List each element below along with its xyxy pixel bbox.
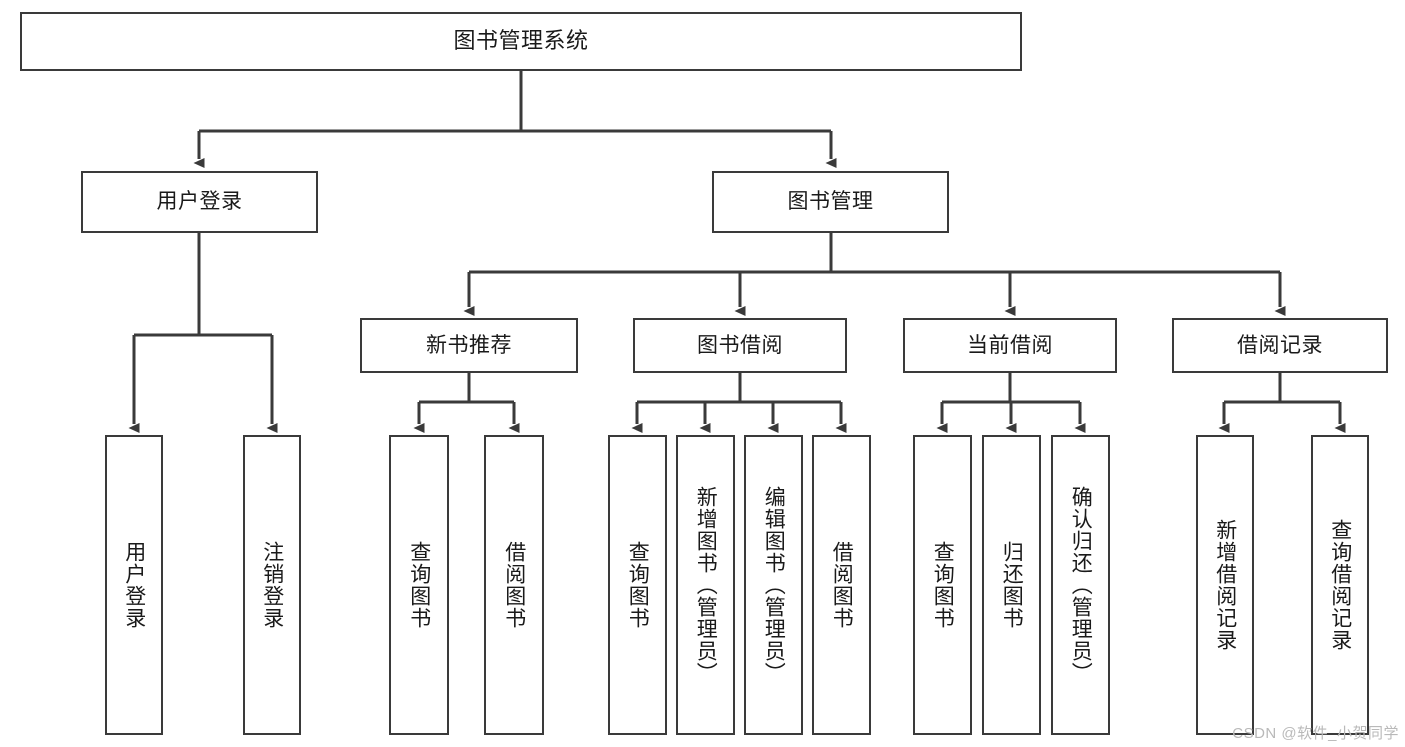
leaf-book-borrow-edit-label: 编辑图书（管理员） [762, 486, 786, 684]
node-root-label: 图书管理系统 [453, 28, 589, 54]
leaf-current-borrow-query-label: 查询图书 [931, 541, 955, 629]
node-new-book-recommend[interactable]: 新书推荐 [360, 318, 578, 373]
leaf-user-login-logout[interactable]: 注销登录 [243, 435, 301, 735]
node-user-login-label: 用户登录 [156, 190, 243, 214]
leaf-new-book-borrow-label: 借阅图书 [502, 541, 526, 629]
leaf-current-borrow-confirm[interactable]: 确认归还（管理员） [1051, 435, 1110, 735]
leaf-user-login-logout-label: 注销登录 [260, 541, 284, 629]
node-book-borrow-label: 图书借阅 [697, 333, 783, 357]
leaf-current-borrow-return[interactable]: 归还图书 [982, 435, 1041, 735]
csdn-watermark: CSDN @软件_小贺同学 [1232, 725, 1399, 742]
leaf-book-borrow-query[interactable]: 查询图书 [608, 435, 667, 735]
node-new-book-recommend-label: 新书推荐 [426, 333, 512, 357]
leaf-book-borrow-query-label: 查询图书 [626, 541, 650, 629]
node-current-borrow-label: 当前借阅 [967, 333, 1053, 357]
leaf-current-borrow-query[interactable]: 查询图书 [913, 435, 972, 735]
node-borrow-record[interactable]: 借阅记录 [1172, 318, 1388, 373]
leaf-new-book-query-label: 查询图书 [407, 541, 431, 629]
leaf-borrow-record-add[interactable]: 新增借阅记录 [1196, 435, 1254, 735]
leaf-borrow-record-add-label: 新增借阅记录 [1213, 519, 1237, 651]
leaf-book-borrow-add[interactable]: 新增图书（管理员） [676, 435, 735, 735]
node-book-management-label: 图书管理 [787, 190, 874, 214]
leaf-new-book-borrow[interactable]: 借阅图书 [484, 435, 544, 735]
node-root[interactable]: 图书管理系统 [20, 12, 1022, 71]
node-book-management[interactable]: 图书管理 [712, 171, 949, 233]
leaf-book-borrow-borrow[interactable]: 借阅图书 [812, 435, 871, 735]
node-current-borrow[interactable]: 当前借阅 [903, 318, 1117, 373]
leaf-user-login-login[interactable]: 用户登录 [105, 435, 163, 735]
leaf-current-borrow-return-label: 归还图书 [1000, 541, 1024, 629]
leaf-borrow-record-query-label: 查询借阅记录 [1328, 519, 1352, 651]
leaf-borrow-record-query[interactable]: 查询借阅记录 [1311, 435, 1369, 735]
leaf-current-borrow-confirm-label: 确认归还（管理员） [1069, 486, 1093, 684]
leaf-book-borrow-edit[interactable]: 编辑图书（管理员） [744, 435, 803, 735]
leaf-user-login-login-label: 用户登录 [122, 541, 146, 629]
leaf-book-borrow-add-label: 新增图书（管理员） [694, 486, 718, 684]
node-book-borrow[interactable]: 图书借阅 [633, 318, 847, 373]
leaf-book-borrow-borrow-label: 借阅图书 [830, 541, 854, 629]
node-borrow-record-label: 借阅记录 [1237, 333, 1323, 357]
leaf-new-book-query[interactable]: 查询图书 [389, 435, 449, 735]
node-user-login[interactable]: 用户登录 [81, 171, 318, 233]
